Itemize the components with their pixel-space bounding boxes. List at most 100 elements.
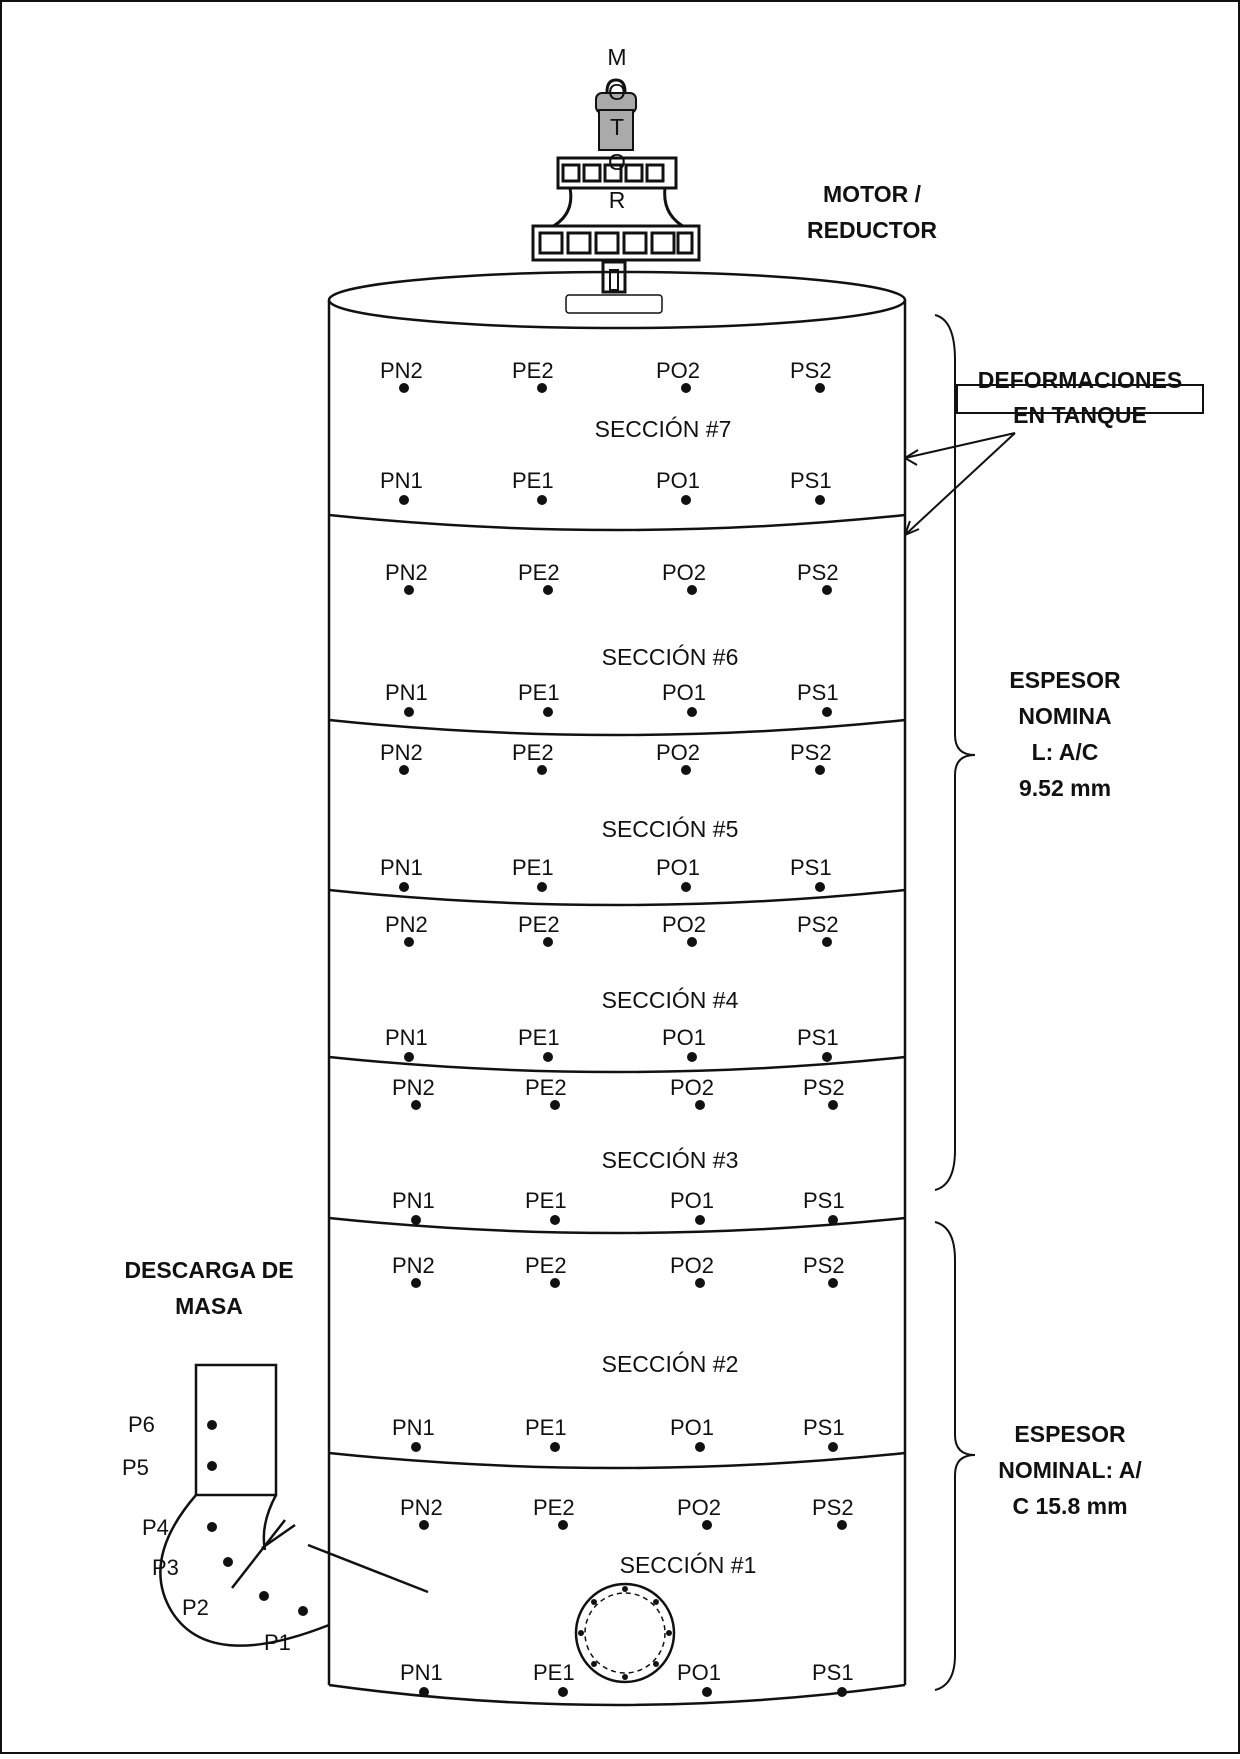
point-label: PN1 [380, 855, 423, 880]
point-label: PO1 [670, 1415, 714, 1440]
point-label: PN1 [385, 680, 428, 705]
measure-point [411, 1442, 421, 1452]
measure-point [687, 585, 697, 595]
manhole-flange-icon [574, 1582, 676, 1684]
point-label: PN1 [385, 1025, 428, 1050]
measure-point [702, 1687, 712, 1697]
point-label: PO2 [670, 1253, 714, 1278]
brace-upper [934, 314, 976, 1191]
motor-letters: MOTOR [607, 44, 626, 213]
measure-point [837, 1520, 847, 1530]
motor-letter: R [609, 187, 626, 213]
point-label: PN2 [380, 358, 423, 383]
measure-point [537, 765, 547, 775]
point-label: PS2 [803, 1075, 845, 1100]
point-label: PS2 [797, 912, 839, 937]
point-label: PE1 [533, 1660, 575, 1685]
measure-point [543, 937, 553, 947]
discharge-point-label: P1 [264, 1630, 291, 1655]
point-label: PE2 [512, 740, 554, 765]
section-label: SECCIÓN #6 [602, 644, 739, 670]
point-label: PO2 [662, 560, 706, 585]
section-label: SECCIÓN #2 [602, 1351, 739, 1377]
espesor-lower-label-line: ESPESOR [1014, 1421, 1126, 1447]
point-label: PN2 [380, 740, 423, 765]
discharge-chute [159, 1363, 429, 1647]
point-label: PS2 [790, 740, 832, 765]
discharge-point-label: P4 [142, 1515, 169, 1540]
measure-point [815, 383, 825, 393]
point-label: PE2 [518, 560, 560, 585]
point-label: PS1 [790, 468, 832, 493]
motor-letter: O [608, 79, 626, 105]
measure-point [828, 1215, 838, 1225]
deformaciones-label-line: DEFORMACIONES [978, 367, 1182, 393]
measure-point [550, 1215, 560, 1225]
motor-letter: O [608, 149, 626, 175]
point-label: PO2 [656, 740, 700, 765]
deformaciones-label-line: EN TANQUE [1013, 402, 1147, 428]
measure-point [687, 707, 697, 717]
measure-point [550, 1278, 560, 1288]
measure-point [404, 1052, 414, 1062]
point-label: PO1 [662, 1025, 706, 1050]
point-label: PE1 [525, 1415, 567, 1440]
measure-point [404, 585, 414, 595]
measure-point [837, 1687, 847, 1697]
text-layer: MOTOR / REDUCTOR DEFORMACIONES EN TANQUE ESP… [124, 181, 1182, 1519]
measure-point [411, 1100, 421, 1110]
measure-point [702, 1520, 712, 1530]
measure-point [815, 882, 825, 892]
point-label: PN2 [385, 912, 428, 937]
motor-reductor-icon [531, 78, 701, 314]
measure-point [558, 1520, 568, 1530]
measure-point [681, 882, 691, 892]
discharge-point [207, 1522, 217, 1532]
motor-reductor-label-line: REDUCTOR [807, 217, 937, 243]
measure-point [404, 707, 414, 717]
point-label: PE2 [512, 358, 554, 383]
point-label: PS1 [803, 1415, 845, 1440]
measure-point [399, 765, 409, 775]
point-label: PS1 [790, 855, 832, 880]
discharge-point [207, 1420, 217, 1430]
point-label: PN1 [380, 468, 423, 493]
measure-point [828, 1100, 838, 1110]
measure-point [399, 383, 409, 393]
point-label: PS1 [803, 1188, 845, 1213]
point-label: PO2 [670, 1075, 714, 1100]
point-label: PS2 [790, 358, 832, 383]
measure-point [419, 1687, 429, 1697]
espesor-lower-label-line: NOMINAL: A/ [998, 1457, 1142, 1483]
motor-reductor-label-line: MOTOR / [823, 181, 922, 207]
point-label: PO2 [677, 1495, 721, 1520]
point-label: PS2 [812, 1495, 854, 1520]
point-label: PN1 [392, 1415, 435, 1440]
deformaciones-label: DEFORMACIONES EN TANQUE [978, 367, 1182, 428]
measure-point [815, 495, 825, 505]
measure-point [822, 937, 832, 947]
measure-point [822, 1052, 832, 1062]
section-label: SECCIÓN #4 [602, 987, 739, 1013]
brace-lower [934, 1221, 976, 1691]
discharge-point-label: P3 [152, 1555, 179, 1580]
point-label: PS2 [803, 1253, 845, 1278]
measure-point [681, 765, 691, 775]
descarga-label-line: MASA [175, 1293, 243, 1319]
measure-point [695, 1100, 705, 1110]
measure-point [695, 1215, 705, 1225]
point-label: PN2 [400, 1495, 443, 1520]
point-label: PE1 [512, 468, 554, 493]
point-label: PO1 [656, 855, 700, 880]
point-label: PO1 [670, 1188, 714, 1213]
measure-point [815, 765, 825, 775]
point-label: PE1 [518, 680, 560, 705]
